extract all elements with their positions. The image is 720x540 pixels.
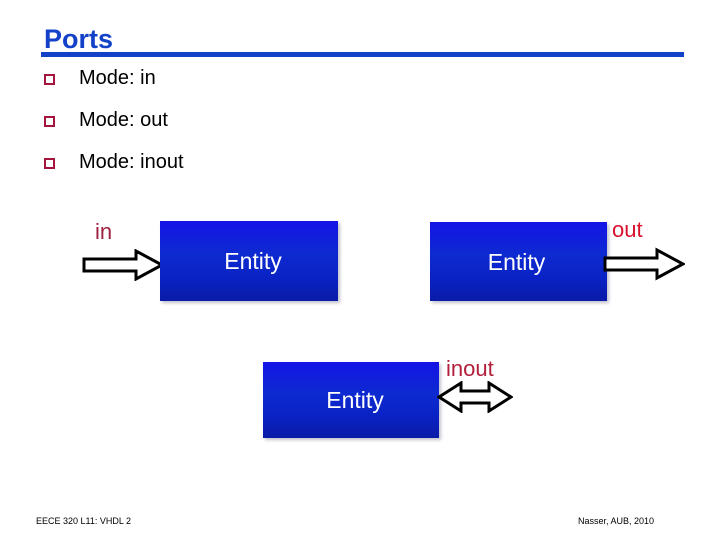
arrow-left-right-icon xyxy=(437,381,513,413)
entity-block-label: Entity xyxy=(326,387,384,413)
square-bullet-icon xyxy=(44,157,55,169)
entity-block-in: Entity xyxy=(160,221,338,301)
square-bullet-icon xyxy=(44,73,55,85)
list-item: Mode: in xyxy=(44,66,156,90)
square-bullet-icon xyxy=(44,115,55,127)
footer-attribution-label: Nasser, AUB, 2010 xyxy=(578,516,655,526)
port-label-inout: inout xyxy=(446,356,494,381)
port-label-out: out xyxy=(612,217,643,242)
list-item-label: Mode: inout xyxy=(79,151,184,173)
list-item: Mode: inout xyxy=(44,150,184,174)
list-item-label: Mode: in xyxy=(79,67,156,89)
arrow-right-icon xyxy=(603,247,685,281)
entity-block-label: Entity xyxy=(224,248,282,274)
entity-block-label: Entity xyxy=(487,248,546,275)
page-title: Ports xyxy=(44,24,114,54)
list-item: Mode: out xyxy=(44,108,168,132)
entity-block-inout: Entity xyxy=(263,362,439,438)
list-item-label: Mode: out xyxy=(79,109,168,131)
port-label-in: in xyxy=(95,219,113,244)
footer-course-label: EECE 320 L11: VHDL 2 xyxy=(36,516,132,526)
title-underline-rule xyxy=(41,52,684,57)
arrow-right-icon xyxy=(82,249,164,281)
entity-block-out: Entity xyxy=(430,222,607,301)
